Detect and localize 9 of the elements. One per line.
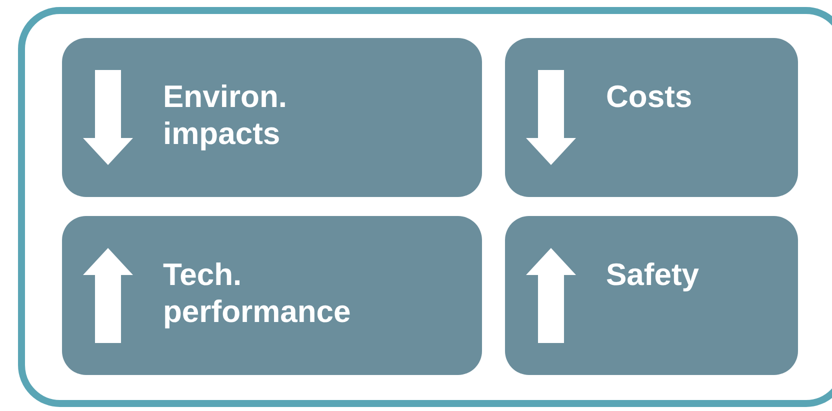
card-title: Costs bbox=[606, 78, 694, 115]
card-title: Tech. performance bbox=[163, 256, 352, 330]
category-card bbox=[505, 216, 798, 375]
category-card bbox=[62, 216, 482, 375]
card-title: Environ. impacts bbox=[163, 78, 288, 152]
category-card bbox=[505, 38, 798, 197]
frame-box bbox=[18, 7, 832, 407]
card-title: Safety bbox=[606, 256, 700, 293]
category-card bbox=[62, 38, 482, 197]
